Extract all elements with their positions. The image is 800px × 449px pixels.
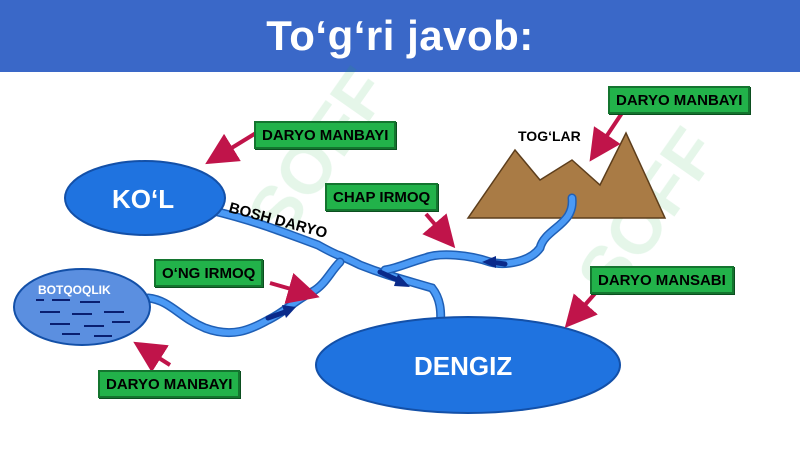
tag-daryo-manbayi-mountains: DARYO MANBAYI <box>608 86 751 114</box>
tag-ong-irmoq: O‘NG IRMOQ <box>154 259 264 287</box>
title-banner: To‘g‘ri javob: <box>0 0 800 72</box>
swamp-shape <box>13 268 151 346</box>
tag-daryo-manbayi-lake: DARYO MANBAYI <box>254 121 397 149</box>
flow-arrowhead <box>282 305 296 318</box>
main-river <box>207 207 444 333</box>
pointer-arrow <box>133 341 172 373</box>
pointer-arrow <box>564 288 600 329</box>
pointer-arrow <box>269 273 320 304</box>
pointer-arrow <box>422 212 456 249</box>
page-title: To‘g‘ri javob: <box>266 12 534 59</box>
flow-arrowhead <box>482 256 496 268</box>
tag-daryo-mansabi: DARYO MANSABI <box>590 266 734 294</box>
flow-arrowheads <box>282 256 496 318</box>
sea-label: DENGIZ <box>414 351 513 381</box>
pointer-arrows <box>133 111 624 373</box>
mountains-shape <box>466 131 667 219</box>
tag-chap-irmoq: CHAP IRMOQ <box>325 183 439 211</box>
pointer-arrow <box>589 111 624 162</box>
tag-daryo-manbayi-swamp: DARYO MANBAYI <box>98 370 241 398</box>
lake-shape <box>64 160 226 236</box>
pointer-arrow <box>205 131 258 165</box>
flow-arrowhead <box>394 274 410 287</box>
flow-arrow <box>265 309 288 321</box>
swamp-label: BOTQOQLIK <box>38 283 111 297</box>
lake-label: KO‘L <box>112 184 175 214</box>
sea-shape <box>315 316 621 414</box>
mountains-label: TOG‘LAR <box>518 128 581 144</box>
